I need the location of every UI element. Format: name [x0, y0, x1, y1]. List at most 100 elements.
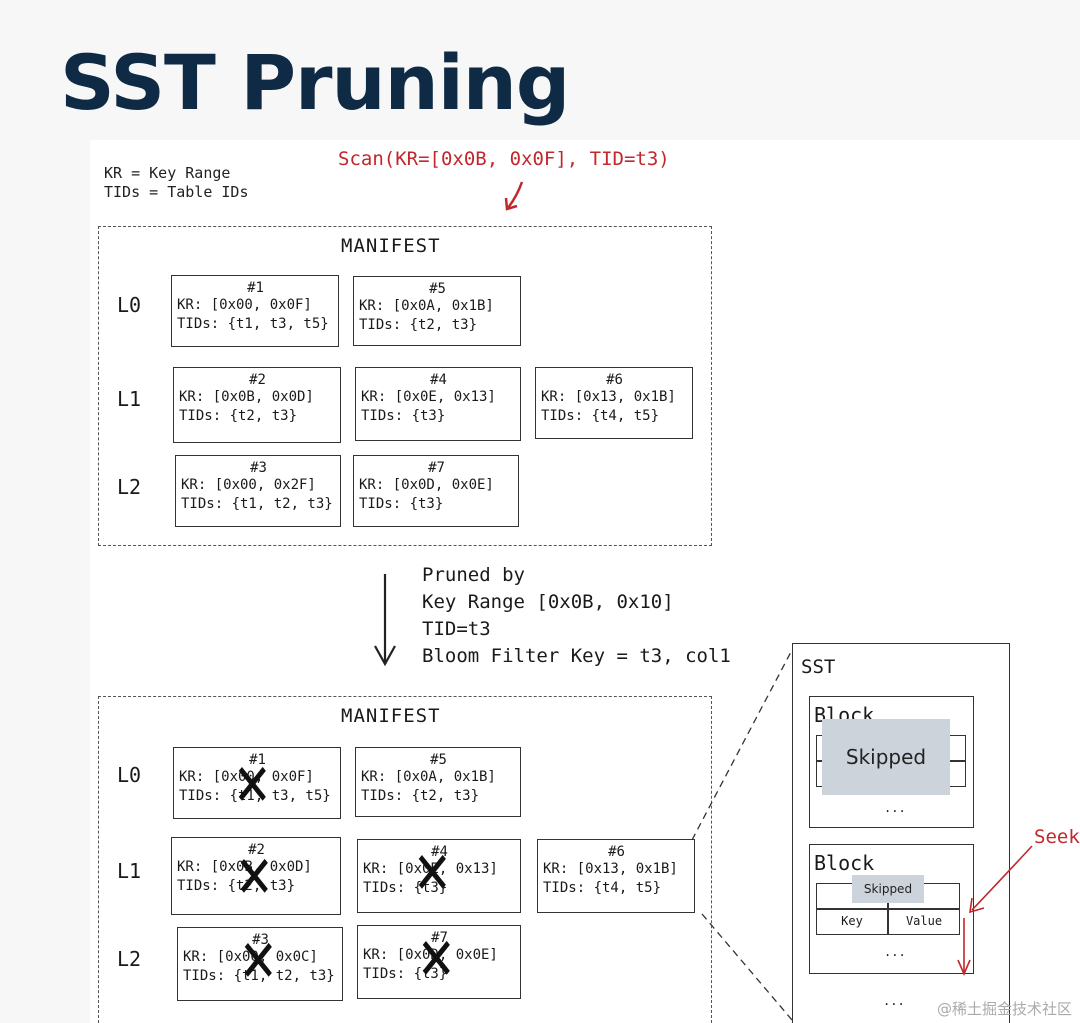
sst-tids: TIDs: {t3}	[361, 408, 446, 424]
sst-tids: TIDs: {t4, t5}	[541, 408, 660, 424]
pruned-cross-icon: ✕	[416, 925, 456, 993]
sst-box-3: #3 KR: [0x00, 0x2F] TIDs: {t1, t2, t3}	[175, 455, 341, 527]
level-l2: L2	[117, 947, 142, 971]
sst-tids: TIDs: {t1, t3, t5}	[179, 788, 331, 804]
sst-key-range: KR: [0x0A, 0x1B]	[359, 298, 494, 314]
sst-tids: TIDs: {t2, t3}	[179, 408, 298, 424]
seek-arrows	[957, 845, 1033, 977]
sst-tids: TIDs: {t3}	[363, 966, 448, 982]
sst-key-range: KR: [0x0E, 0x13]	[361, 389, 496, 405]
pruned-by-text: Pruned by Key Range [0x0B, 0x10] TID=t3 …	[422, 562, 731, 670]
sst-id: #2	[249, 372, 266, 388]
pruned-by-key-range: Key Range [0x0B, 0x10]	[422, 591, 674, 613]
sst-tids: TIDs: {t2, t3}	[177, 878, 296, 894]
sst-box-4: #4 KR: [0x0E, 0x13] TIDs: {t3}	[355, 367, 521, 441]
sst-id: #7	[428, 460, 445, 476]
sst-key-range: KR: [0x00, 0x0F]	[177, 297, 312, 313]
sst-id: #2	[248, 842, 265, 858]
sst-id: #7	[431, 930, 448, 946]
legend-key-range: KR = Key Range	[104, 164, 231, 182]
sst-key-range: KR: [0x0B, 0x0D]	[177, 859, 312, 875]
sst-key-range: KR: [0x13, 0x1B]	[541, 389, 676, 405]
sst-box-3-pruned: #3 KR: [0x00, 0x0C] TIDs: {t1, t2, t3} ✕	[177, 927, 343, 1001]
block-label: Block	[814, 851, 875, 875]
block-ellipsis: ...	[884, 801, 906, 815]
pruned-cross-icon: ✕	[412, 839, 452, 907]
sst-tids: TIDs: {t2, t3}	[359, 317, 478, 333]
sst-box-7-pruned: #7 KR: [0x0D, 0x0E] TIDs: {t3} ✕	[357, 925, 521, 999]
pruned-cross-icon: ✕	[238, 927, 278, 995]
block-2: Block Skipped Key Value ...	[809, 844, 974, 974]
sst-key-range: KR: [0x0D, 0x0E]	[359, 477, 494, 493]
level-l0: L0	[117, 763, 142, 787]
sst-id: #1	[249, 752, 266, 768]
skipped-overlay: Skipped	[852, 875, 924, 903]
level-l2: L2	[117, 475, 142, 499]
sst-tids: TIDs: {t4, t5}	[543, 880, 662, 896]
skipped-overlay: Skipped	[822, 719, 950, 795]
sst-box-1-pruned: #1 KR: [0x00, 0x0F] TIDs: {t1, t3, t5} ✕	[173, 747, 341, 819]
sst-tids: TIDs: {t2, t3}	[361, 788, 480, 804]
legend-table-ids: TIDs = Table IDs	[104, 183, 249, 201]
scan-arrow	[504, 181, 524, 211]
pruned-by-bloom: Bloom Filter Key = t3, col1	[422, 645, 731, 667]
sst-box-6: #6 KR: [0x13, 0x1B] TIDs: {t4, t5}	[537, 839, 695, 913]
sst-title: SST	[801, 656, 836, 678]
sst-id: #6	[608, 844, 625, 860]
sst-id: #4	[431, 844, 448, 860]
sst-key-range: KR: [0x00, 0x0C]	[183, 949, 318, 965]
page-title: SST Pruning	[60, 38, 570, 127]
sst-tids: TIDs: {t3}	[359, 496, 444, 512]
zoom-lines	[691, 649, 793, 1021]
watermark: @稀土掘金技术社区	[936, 1000, 1072, 1018]
pruned-by-heading: Pruned by	[422, 564, 525, 586]
sst-box-6: #6 KR: [0x13, 0x1B] TIDs: {t4, t5}	[535, 367, 693, 439]
pruned-cross-icon: ✕	[234, 843, 274, 911]
sst-box-7: #7 KR: [0x0D, 0x0E] TIDs: {t3}	[353, 455, 519, 527]
pruned-cross-icon: ✕	[232, 751, 272, 819]
sst-key-range: KR: [0x00, 0x0F]	[179, 769, 314, 785]
sst-box-4-pruned: #4 KR: [0x0E, 0x13] TIDs: {t3} ✕	[357, 839, 521, 913]
pruned-by-tid: TID=t3	[422, 618, 491, 640]
sst-id: #4	[430, 372, 447, 388]
manifest-bottom-title: MANIFEST	[341, 705, 441, 727]
sst-key-range: KR: [0x13, 0x1B]	[543, 861, 678, 877]
sst-detail: SST Block Skipped ... Block Skipped Key …	[792, 643, 1010, 1023]
sst-id: #3	[250, 460, 267, 476]
sst-key-range: KR: [0x0A, 0x1B]	[361, 769, 496, 785]
sst-id: #5	[429, 281, 446, 297]
manifest-bottom: MANIFEST L0 L1 L2 #1 KR: [0x00, 0x0F] TI…	[98, 696, 712, 1023]
diagram-canvas: KR = Key Range TIDs = Table IDs Scan(KR=…	[90, 140, 1080, 1023]
key-cell: Key	[816, 909, 888, 935]
legend: KR = Key Range TIDs = Table IDs	[104, 164, 249, 202]
sst-tids: TIDs: {t3}	[363, 880, 448, 896]
seek-label: Seek	[1034, 826, 1080, 848]
value-cell: Value	[888, 909, 960, 935]
sst-box-5: #5 KR: [0x0A, 0x1B] TIDs: {t2, t3}	[355, 747, 521, 817]
manifest-top: MANIFEST L0 L1 L2 #1 KR: [0x00, 0x0F] TI…	[98, 226, 712, 546]
scan-label: Scan(KR=[0x0B, 0x0F], TID=t3)	[338, 148, 670, 170]
sst-box-1: #1 KR: [0x00, 0x0F] TIDs: {t1, t3, t5}	[171, 275, 339, 347]
sst-tids: TIDs: {t1, t3, t5}	[177, 316, 329, 332]
down-arrow	[374, 574, 396, 667]
sst-id: #6	[606, 372, 623, 388]
sst-id: #3	[252, 932, 269, 948]
level-l0: L0	[117, 293, 142, 317]
block-1: Block Skipped ...	[809, 696, 974, 828]
sst-key-range: KR: [0x0E, 0x13]	[363, 861, 498, 877]
sst-id: #1	[247, 280, 264, 296]
sst-tids: TIDs: {t1, t2, t3}	[183, 968, 335, 984]
sst-key-range: KR: [0x0D, 0x0E]	[363, 947, 498, 963]
level-l1: L1	[117, 387, 142, 411]
sst-box-5: #5 KR: [0x0A, 0x1B] TIDs: {t2, t3}	[353, 276, 521, 346]
sst-key-range: KR: [0x0B, 0x0D]	[179, 389, 314, 405]
sst-box-2-pruned: #2 KR: [0x0B, 0x0D] TIDs: {t2, t3} ✕	[171, 837, 341, 915]
sst-box-2: #2 KR: [0x0B, 0x0D] TIDs: {t2, t3}	[173, 367, 341, 443]
sst-ellipsis: ...	[883, 994, 905, 1008]
block-ellipsis: ...	[884, 945, 906, 959]
sst-tids: TIDs: {t1, t2, t3}	[181, 496, 333, 512]
manifest-top-title: MANIFEST	[341, 235, 441, 257]
sst-key-range: KR: [0x00, 0x2F]	[181, 477, 316, 493]
sst-id: #5	[430, 752, 447, 768]
level-l1: L1	[117, 859, 142, 883]
